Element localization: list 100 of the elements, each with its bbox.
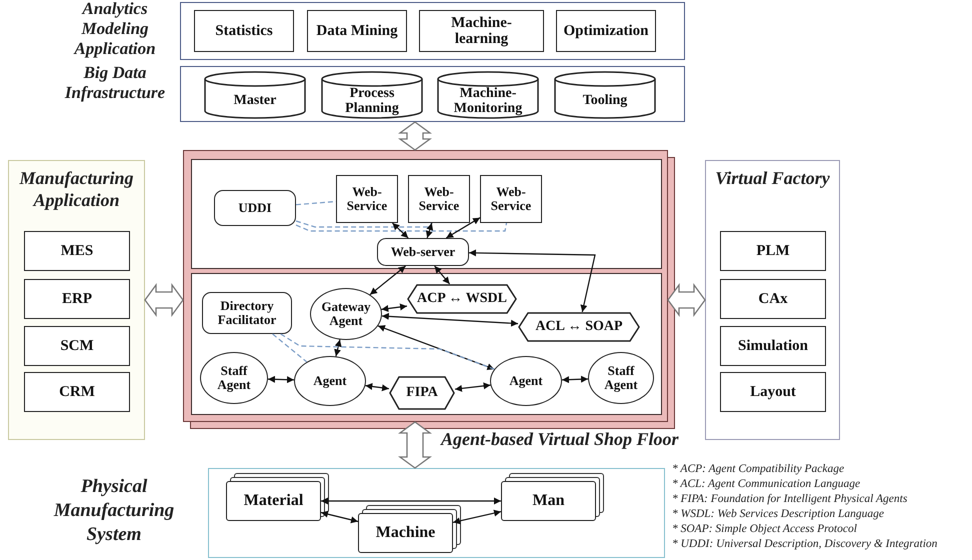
footnote: * ACL: Agent Communication Language <box>672 477 862 492</box>
dashed-connector <box>272 334 308 362</box>
dashed-connector <box>296 222 508 232</box>
module-box <box>307 10 407 52</box>
service-box <box>408 175 470 223</box>
node-label: ACL ↔ SOAP <box>535 319 623 335</box>
module-box <box>194 10 294 52</box>
protocol-hexagon <box>518 312 640 342</box>
node-label: Simulation <box>738 338 808 354</box>
panel-heading: Physical Manufacturing System <box>52 475 176 547</box>
connector-arrow <box>454 382 491 392</box>
node-label: Directory Facilitator <box>216 298 278 328</box>
database-cylinder <box>321 71 423 119</box>
database-cylinder <box>554 71 656 119</box>
dashed-connector <box>280 334 494 370</box>
node-label: Web-Service <box>346 184 388 214</box>
node-label: Web-Service <box>418 184 460 214</box>
module-box <box>720 372 826 412</box>
protocol-hexagon <box>407 284 517 314</box>
connector-arrow <box>321 498 501 504</box>
connector-arrow <box>320 510 358 524</box>
panel-heading: Virtual Factory <box>714 167 831 189</box>
node-label: CAx <box>758 290 788 308</box>
service-box <box>202 292 292 334</box>
database-cylinder <box>437 71 539 119</box>
footnote: * SOAP: Simple Object Access Protocol <box>672 522 858 537</box>
database-cylinder <box>204 71 306 119</box>
footnote: * WSDL: Web Services Description Language <box>672 507 885 522</box>
node-label: Staff Agent <box>603 364 639 392</box>
connector-arrow <box>434 266 450 284</box>
panel-heading: Manufacturing Application <box>18 167 135 211</box>
node-label: Layout <box>750 384 796 400</box>
module-box <box>419 10 544 52</box>
node-label: SCM <box>60 338 94 354</box>
module-box <box>720 279 826 319</box>
tier-panel <box>191 159 662 269</box>
module-box <box>556 10 656 52</box>
panel-heading: Big Data Infrastructure <box>64 63 166 103</box>
tier-panel <box>191 273 662 415</box>
block-arrow <box>398 121 432 151</box>
module-box <box>24 372 130 412</box>
connector-arrow <box>468 249 596 312</box>
dashed-connector <box>296 220 432 228</box>
node-label: Web-server <box>390 244 456 260</box>
block-arrow <box>667 283 706 317</box>
node-label: Man <box>532 492 564 510</box>
module-box <box>24 231 130 271</box>
node-label: CRM <box>59 384 95 400</box>
node-label: UDDI <box>238 200 272 216</box>
node-label: Agent <box>509 374 543 388</box>
connector-arrow <box>382 312 518 327</box>
connector-arrow <box>426 222 434 238</box>
layer-panel <box>8 160 145 440</box>
node-label: Agent <box>313 374 347 388</box>
agent-ellipse <box>490 356 562 406</box>
connector-arrow <box>365 383 390 392</box>
node-label: Data Mining <box>316 22 398 40</box>
service-box <box>336 175 398 223</box>
connector-arrow <box>562 376 588 384</box>
node-label: Process Planning <box>344 86 400 116</box>
service-box <box>480 175 542 223</box>
panel-heading: Analytics Modeling Application <box>72 0 157 59</box>
connector-arrow <box>452 510 502 524</box>
service-box <box>377 238 469 266</box>
block-arrow <box>144 283 184 317</box>
node-label: FIPA <box>406 385 438 401</box>
node-label: Tooling <box>582 93 628 109</box>
node-label: ERP <box>62 290 92 308</box>
node-label: MES <box>60 242 94 260</box>
module-box <box>720 231 826 271</box>
connector-arrow <box>334 339 342 356</box>
node-label: Statistics <box>215 22 273 40</box>
node-label: Machine-learning <box>450 14 513 48</box>
connector-arrow <box>392 222 409 238</box>
node-label: Machine-Monitoring <box>452 86 524 116</box>
node-label: Web-Service <box>490 184 532 214</box>
connector-arrow <box>268 376 294 384</box>
connector-arrow <box>381 304 408 312</box>
connector-arrow <box>378 325 494 370</box>
layer-panel <box>705 160 840 440</box>
block-arrow <box>398 421 432 469</box>
connector-arrow <box>370 266 406 296</box>
panel-heading: Agent-based Virtual Shop Floor <box>441 429 679 450</box>
node-label: PLM <box>756 242 790 260</box>
node-label: ACP ↔ WSDL <box>417 291 507 307</box>
agent-ellipse <box>310 288 382 340</box>
connector-arrow <box>446 217 480 239</box>
module-box <box>24 326 130 366</box>
footnote: * FIPA: Foundation for Intelligent Physical Agents <box>672 492 908 507</box>
module-box <box>720 326 826 366</box>
node-label: Gateway Agent <box>320 300 372 328</box>
node-label: Master <box>234 93 276 109</box>
protocol-hexagon <box>389 376 455 410</box>
node-label: Material <box>244 492 304 510</box>
node-label: Machine <box>376 524 436 542</box>
service-box <box>214 190 296 226</box>
module-box <box>24 279 130 319</box>
footnote: * UDDI: Universal Description, Discovery & Integration <box>672 537 938 552</box>
node-label: Optimization <box>564 22 648 40</box>
node-label: Staff Agent <box>216 364 252 392</box>
